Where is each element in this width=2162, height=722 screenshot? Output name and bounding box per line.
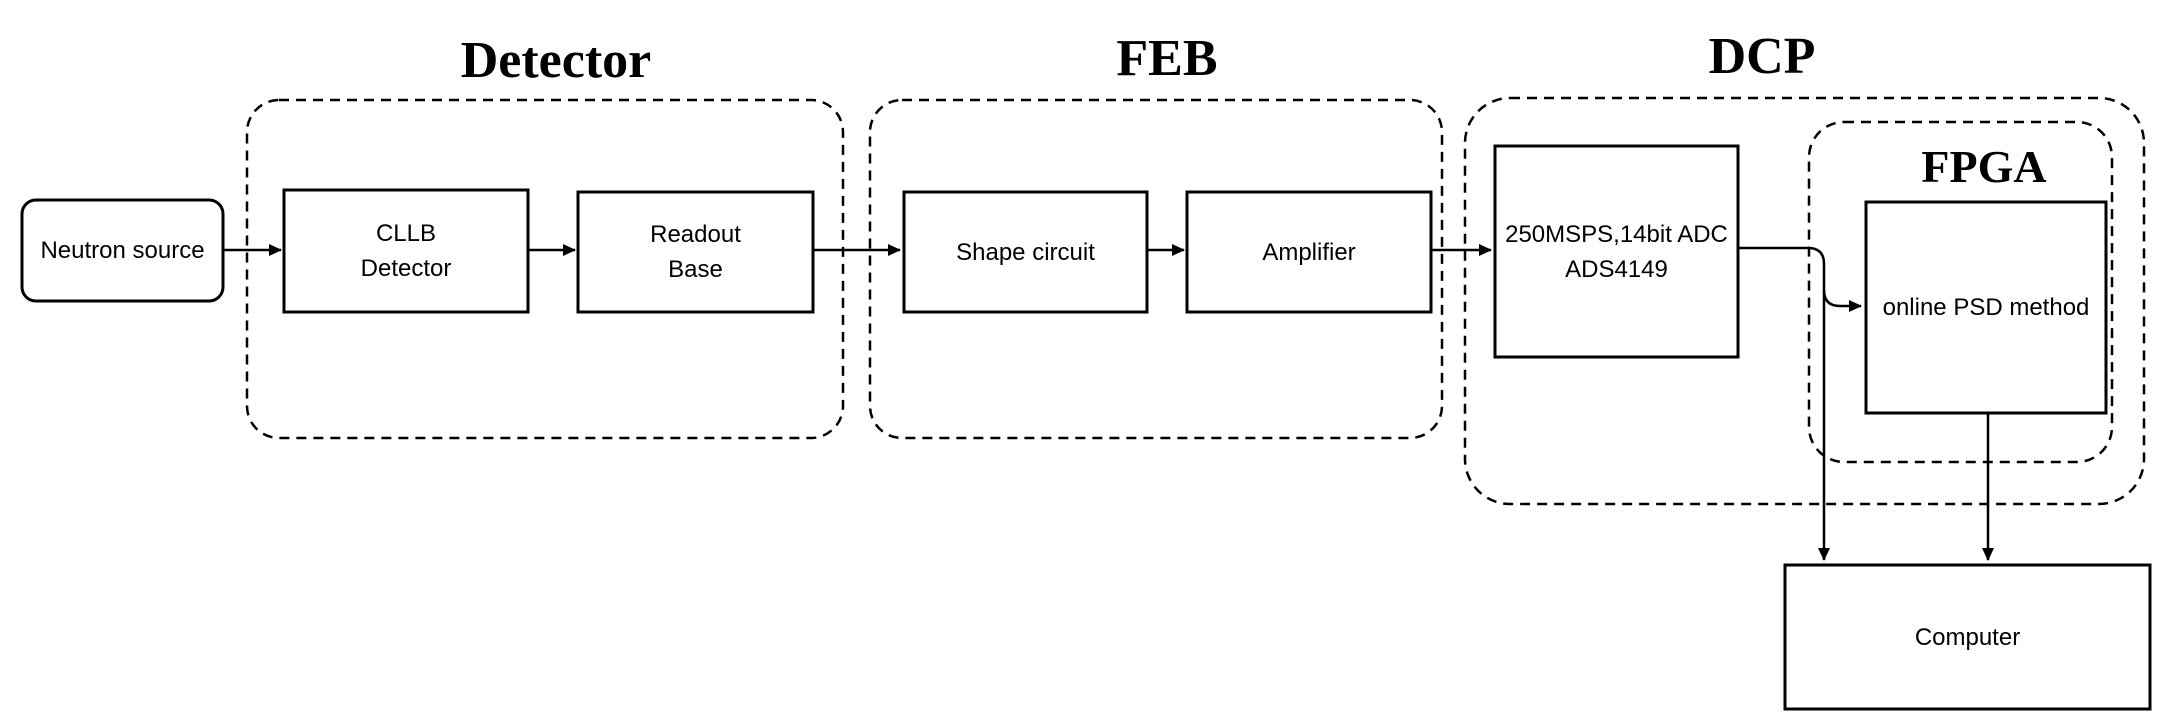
arrow-adc-to-psd	[1822, 289, 1862, 312]
shape-circuit-label: Shape circuit	[956, 238, 1095, 266]
feb-group-title: FEB	[1116, 29, 1218, 87]
dcp-group-title: DCP	[1708, 27, 1816, 85]
adc-label: 250MSPS,14bit ADC ADS4149	[1505, 220, 1728, 283]
cllb-detector-label: CLLB Detector	[360, 220, 452, 282]
online-psd-node	[1864, 200, 2108, 415]
shape-circuit-node	[902, 190, 1149, 314]
detector-group-outline	[245, 98, 845, 440]
amplifier-node	[1185, 190, 1433, 314]
readout-base-label: Readout Base	[650, 221, 741, 283]
neutron-source-label: Neutron source	[40, 237, 205, 264]
online-psd-label: online PSD method	[1882, 294, 2090, 321]
detector-group-title: Detector	[460, 31, 652, 89]
amplifier-label: Amplifier	[1262, 238, 1356, 266]
adc-node	[1493, 144, 1740, 359]
dcp-group-outline	[1463, 96, 2146, 506]
readout-base-node	[576, 190, 815, 314]
arrow-adc-to-computer	[1738, 246, 1830, 561]
cllb-detector-node	[282, 188, 530, 314]
fpga-group-title: FPGA	[1921, 140, 2047, 192]
computer-label: Computer	[1914, 623, 2021, 651]
computer-node	[1783, 563, 2152, 711]
